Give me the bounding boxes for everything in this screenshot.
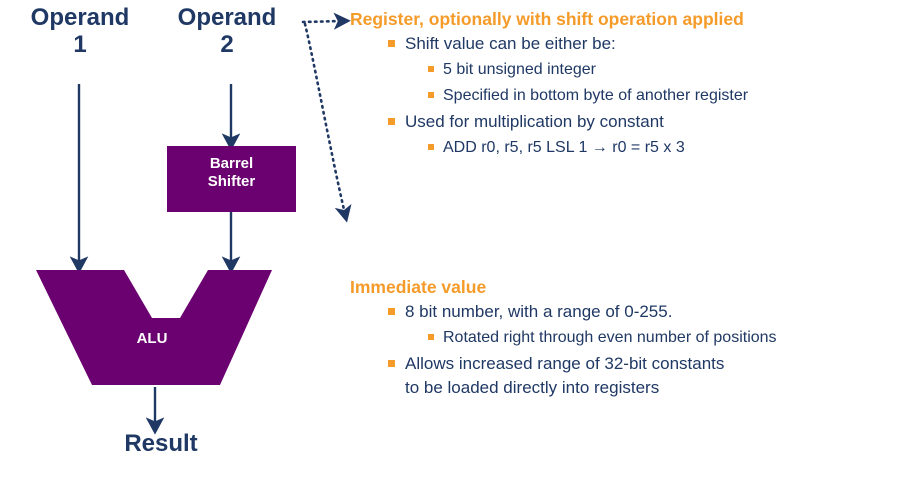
list-item-label: 8 bit number, with a range of 0-255.	[405, 302, 673, 321]
square-bullet-icon	[428, 334, 434, 340]
square-bullet-icon	[428, 144, 434, 150]
operand1-text: Operand	[30, 4, 130, 31]
square-bullet-icon	[428, 66, 434, 72]
immediate-heading: Immediate value	[350, 277, 487, 297]
callout-arrow-long	[303, 22, 352, 223]
square-bullet-icon	[388, 40, 395, 47]
list-item: 5 bit unsigned integer	[428, 58, 912, 82]
list-item-label: Allows increased range of 32-bit constan…	[405, 354, 725, 397]
register-text-block: Register, optionally with shift operatio…	[350, 8, 912, 162]
immediate-text-block: Immediate value 8 bit number, with a ran…	[350, 276, 912, 402]
list-item-label: 5 bit unsigned integer	[443, 61, 596, 78]
list-item: Used for multiplication by constant	[388, 110, 912, 134]
square-bullet-icon	[388, 360, 395, 367]
register-heading: Register, optionally with shift operatio…	[350, 9, 744, 29]
list-item: Rotated right through even number of pos…	[428, 326, 912, 350]
list-item-label: Specified in bottom byte of another regi…	[443, 87, 749, 104]
list-item-label: Used for multiplication by constant	[405, 112, 664, 131]
list-item: ADD r0, r5, r5 LSL 1 → r0 = r5 x 3	[428, 136, 912, 160]
alu-label: ALU	[136, 330, 168, 347]
square-bullet-icon	[388, 118, 395, 125]
operand2-text: Operand	[177, 4, 277, 31]
operand2-number: 2	[220, 31, 234, 58]
list-item: Allows increased range of 32-bit constan…	[388, 352, 912, 400]
square-bullet-icon	[428, 92, 434, 98]
barrel-shifter-line2: Shifter	[207, 173, 256, 190]
list-item: 8 bit number, with a range of 0-255.	[388, 300, 912, 324]
list-item-label: ADD r0, r5, r5 LSL 1 → r0 = r5 x 3	[443, 139, 685, 156]
operand1-number: 1	[73, 31, 87, 58]
list-item: Shift value can be either be:	[388, 32, 912, 56]
list-item-label: Shift value can be either be:	[405, 34, 616, 53]
list-item-label: Rotated right through even number of pos…	[443, 329, 777, 346]
square-bullet-icon	[388, 308, 395, 315]
callout-arrow-to-heading	[301, 12, 351, 30]
list-item: Specified in bottom byte of another regi…	[428, 84, 912, 108]
barrel-shifter-line1: Barrel	[209, 155, 254, 172]
result-label: Result	[124, 430, 198, 457]
alu-shape	[36, 270, 272, 385]
